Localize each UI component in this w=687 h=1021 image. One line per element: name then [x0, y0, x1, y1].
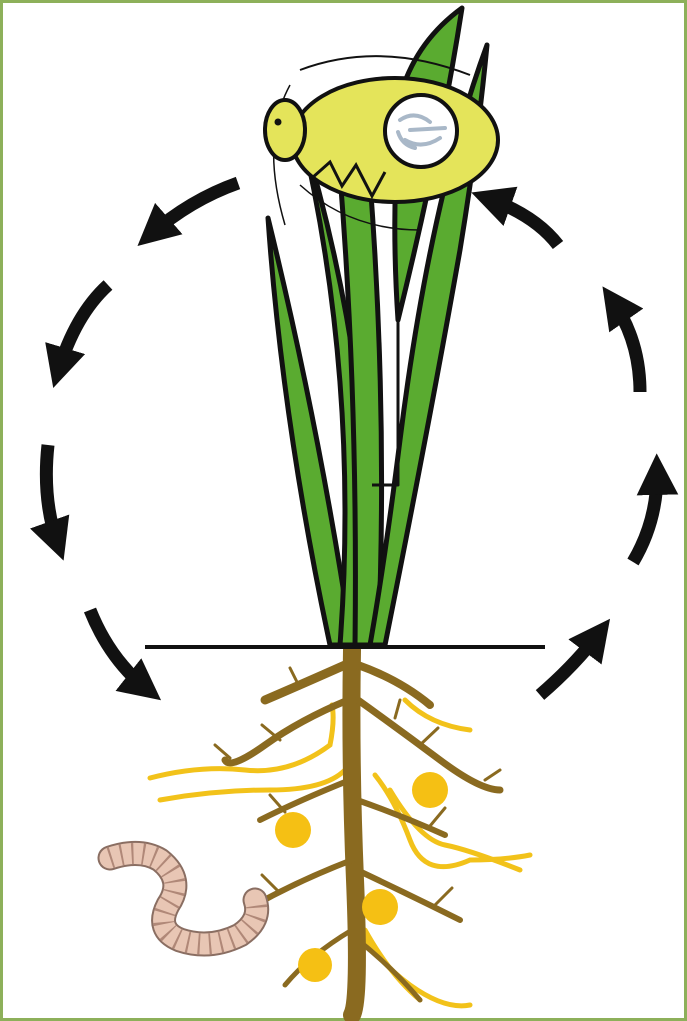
cycle-arrow-icon — [540, 632, 600, 695]
earthworm-icon — [110, 853, 257, 944]
plant-roots — [215, 650, 500, 1015]
insect-head — [265, 100, 305, 160]
cycle-arrow-icon — [612, 300, 640, 392]
fungal-spore-icon — [275, 812, 311, 848]
cycle-arrow-icon — [46, 445, 58, 545]
cycle-arrow-icon — [90, 610, 148, 690]
insect-eye — [275, 119, 282, 126]
cycle-arrow-icon — [487, 198, 558, 245]
fungal-spore-icon — [362, 889, 398, 925]
fungal-spore-icon — [298, 948, 332, 982]
cycle-arrow-icon — [150, 183, 238, 235]
fungal-spore-icon — [412, 772, 448, 808]
cycle-arrow-icon — [58, 285, 108, 372]
fungal-hyphae — [150, 700, 530, 1006]
cycle-arrow-icon — [633, 470, 657, 562]
